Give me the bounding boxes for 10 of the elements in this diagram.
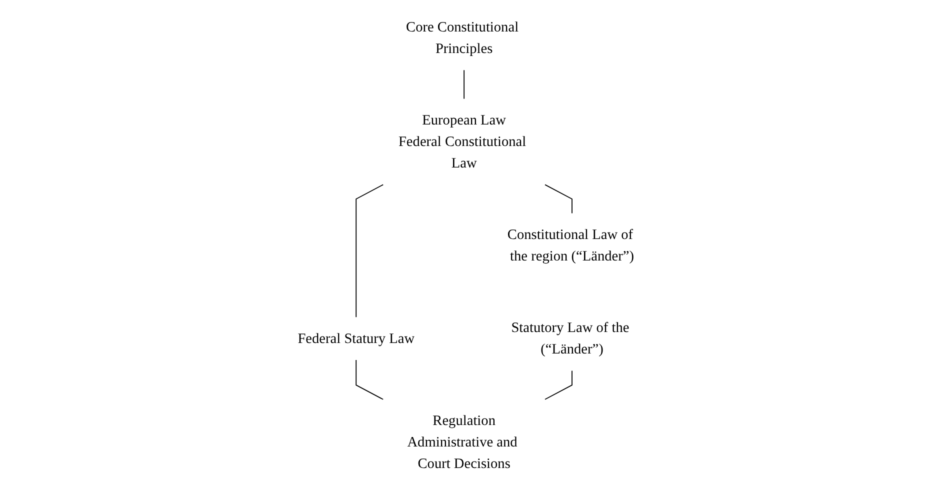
node-text: Statutory Law of the (“Länder”) xyxy=(512,320,630,358)
node-text: Core Constitutional Principles xyxy=(406,19,519,57)
node-text: Federal Statury Law xyxy=(298,330,415,346)
connector xyxy=(544,370,573,400)
node-text: Constitutional Law of the region (“Länder”) xyxy=(508,226,634,264)
node-text: European Law Federal Constitutional Law xyxy=(398,112,526,172)
connector xyxy=(356,184,384,318)
connector xyxy=(544,184,573,214)
node-text: Regulation Administrative and Court Decisions xyxy=(408,412,518,472)
connector xyxy=(464,70,465,100)
